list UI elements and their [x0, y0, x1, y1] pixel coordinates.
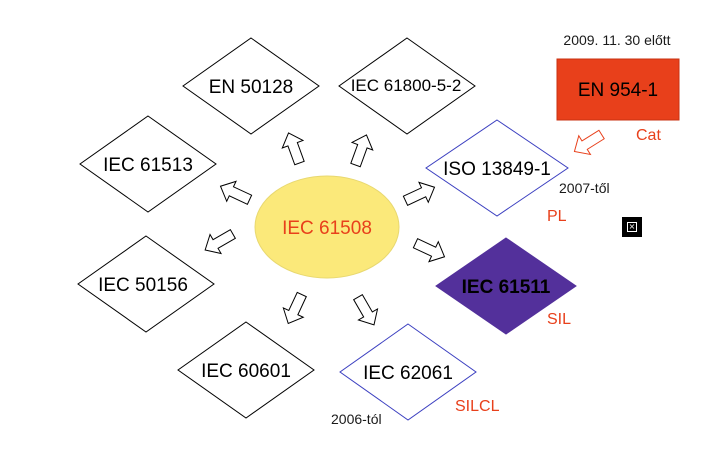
iso-13849-1-label: ISO 13849-1	[443, 159, 551, 180]
arrow-en954-to-iso	[573, 129, 605, 156]
arrow-to-iec-61511	[412, 238, 446, 263]
iec-60601-label: IEC 60601	[201, 361, 291, 382]
arrow-to-iec-62061	[352, 293, 379, 326]
iec-61511-label: IEC 61511	[462, 277, 551, 298]
en-954-1-box	[556, 58, 680, 121]
arrow-to-iec-50156	[204, 228, 237, 255]
en-50128-diamond	[182, 37, 320, 135]
iso-since-note: 2007-től	[559, 180, 610, 196]
iec-61800-5-2-label: IEC 61800-5-2	[351, 76, 462, 95]
arrow-to-en-50128	[281, 132, 305, 166]
pl-label: PL	[547, 208, 567, 225]
cat-label: Cat	[636, 127, 661, 144]
silcl-label: SILCL	[455, 398, 500, 415]
close-glyph: ×	[627, 222, 637, 232]
en-50128-label: EN 50128	[209, 77, 294, 98]
arrow-to-iso-13849	[402, 181, 436, 206]
iec-62061-diamond	[339, 323, 477, 421]
iec-61800-5-2-diamond	[338, 37, 476, 135]
iec-50156-diamond	[77, 235, 215, 333]
iec-50156-label: IEC 50156	[98, 275, 188, 296]
iec-62061-label: IEC 62061	[363, 363, 453, 384]
iec-61508-ellipse	[254, 175, 400, 279]
iso-13849-1-diamond	[425, 119, 569, 217]
en-954-1-label: EN 954-1	[578, 80, 658, 101]
iec62061-since-note: 2006-tól	[331, 411, 382, 427]
arrow-to-iec-61513	[219, 180, 253, 205]
iec-61513-diamond	[79, 115, 217, 213]
sil-label: SIL	[547, 311, 571, 328]
iec-60601-diamond	[177, 321, 315, 419]
iec-61508-label: IEC 61508	[282, 218, 372, 239]
en954-date-note: 2009. 11. 30 előtt	[563, 32, 670, 48]
arrow-to-iec-60601	[282, 291, 307, 325]
iec-61511-diamond	[435, 237, 577, 335]
close-icon[interactable]: ×	[622, 217, 642, 237]
iec-61513-label: IEC 61513	[103, 155, 193, 176]
arrows	[204, 132, 446, 326]
arrow-to-iec-61800	[350, 134, 374, 168]
